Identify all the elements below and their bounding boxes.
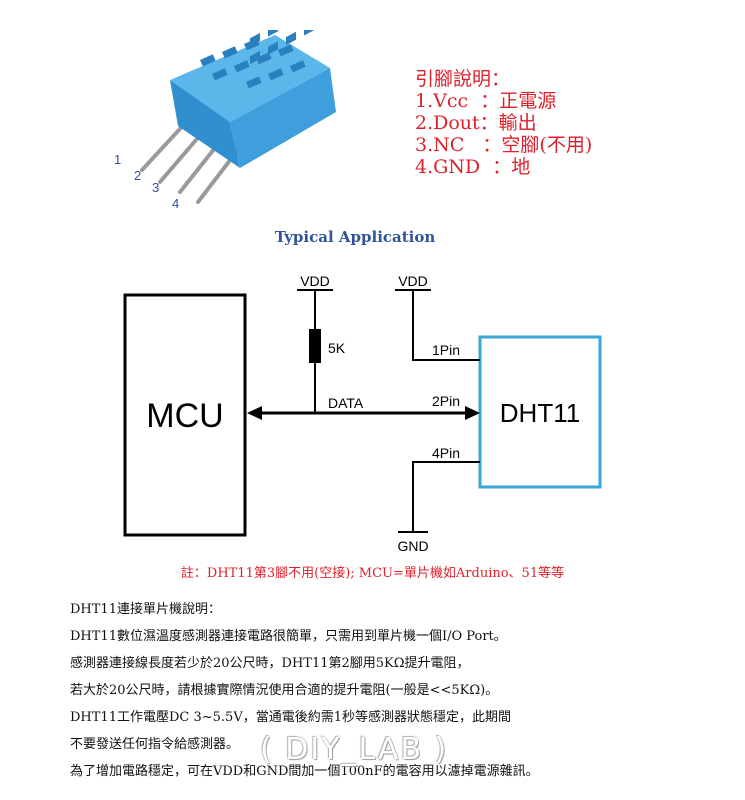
data-arrow-right [465, 406, 480, 420]
pin-legend-item: 1.Vcc ：正電源 [415, 90, 557, 112]
description-line: DHT11連接單片機說明： [70, 602, 221, 617]
pin-legend-item: 3.NC ：空腳(不用) [415, 134, 593, 156]
sensor-pin-numbers: 1 2 3 4 [114, 152, 179, 211]
pin1-label: 1Pin [432, 342, 460, 358]
gnd-label: GND [397, 538, 428, 554]
pin4-wire [412, 461, 480, 532]
pin-legend-item: 2.Dout：輸出 [415, 112, 537, 134]
watermark: ( DIY_LAB ) [260, 732, 449, 767]
pin-legend: 引腳說明： 1.Vcc ：正電源 2.Dout：輸出 3.NC ：空腳(不用) … [415, 68, 592, 178]
description-line: 感測器連接線長度若少於20公尺時，DHT11第2腳用5KΩ提升電阻， [70, 656, 470, 671]
mcu-box [123, 293, 247, 537]
dht11-box [478, 335, 602, 489]
description-block: DHT11連接單片機說明： DHT11數位濕溫度感測器連接電路很簡單，只需用到單… [70, 596, 539, 785]
data-arrow-left [247, 406, 262, 420]
circuit-note: 註：DHT11第3腳不用(空接); MCU=單片機如Arduino、51等等 [180, 566, 565, 581]
mcu-label: MCU [146, 397, 223, 435]
dht11-sensor-illustration: 1 2 3 4 [114, 30, 336, 211]
description-line: DHT11工作電壓DC 3~5.5V，當通電後約需1秒等感測器狀態穩定，此期間 [70, 710, 511, 725]
description-line: 若大於20公尺時，請根據實際情況使用合適的提升電阻(一般是<<5KΩ)。 [70, 683, 499, 698]
pin-number-2: 2 [134, 168, 141, 183]
circuit-diagram: MCU DHT11 VDD VDD 5K DATA 1Pin 2Pin 4Pin… [123, 273, 602, 554]
pin2-label: 2Pin [432, 393, 460, 409]
description-line: DHT11數位濕溫度感測器連接電路很簡單，只需用到單片機一個I/O Port。 [70, 629, 507, 644]
pin-number-4: 4 [172, 196, 179, 211]
pin4-label: 4Pin [432, 445, 460, 461]
vdd-left-label: VDD [300, 273, 330, 289]
pin1-wire [412, 290, 480, 361]
resistor-label: 5K [328, 340, 346, 356]
pin-legend-title: 引腳說明： [415, 68, 511, 90]
sensor-body [170, 30, 336, 168]
description-line: 不要發送任何指令給感測器。 [70, 737, 240, 752]
description-line: 為了增加電路穩定，可在VDD和GND間加一個100nF的電容用以濾掉電源雜訊。 [70, 764, 539, 779]
data-label: DATA [328, 395, 364, 411]
dht11-label: DHT11 [500, 398, 580, 428]
pin-legend-item: 4.GND ：地 [415, 156, 531, 178]
pin-number-1: 1 [114, 152, 121, 167]
pin-number-3: 3 [152, 180, 159, 195]
vdd-right-label: VDD [398, 273, 428, 289]
resistor-5k [309, 329, 321, 363]
section-title: Typical Application [274, 228, 436, 246]
